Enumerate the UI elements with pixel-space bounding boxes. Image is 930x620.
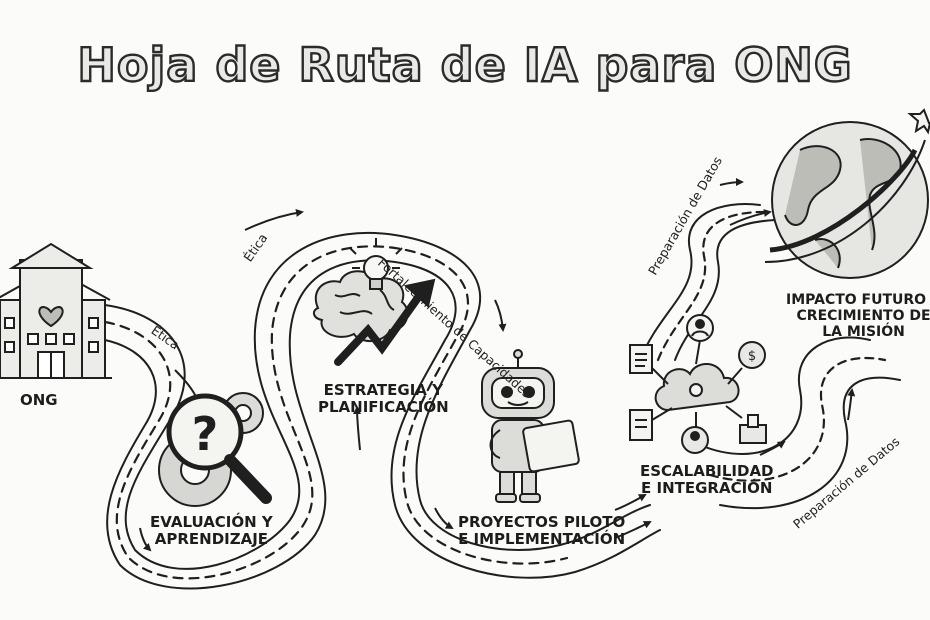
stage-label-ong: ONG	[20, 391, 58, 409]
stage-label-pilotos: PROYECTOS PILOTO E IMPLEMENTACIÓN	[458, 513, 626, 549]
stage-label-line: E INTEGRACIÓN	[641, 479, 773, 498]
svg-text:$: $	[748, 349, 756, 364]
stage-label-line: E IMPLEMENTACIÓN	[458, 530, 626, 549]
robot-tablet-icon	[481, 349, 580, 503]
svg-text:?: ?	[192, 407, 219, 461]
stage-label-line: EVALUACIÓN Y	[150, 513, 273, 531]
stage-label-impacto: IMPACTO FUTURO Y CRECIMIENTO DE LA MISIÓ…	[786, 292, 930, 340]
stage-label-evaluacion: EVALUACIÓN Y APRENDIZAJE	[150, 513, 273, 549]
stage-label-ong-text: ONG	[20, 391, 58, 409]
ngo-building-icon	[0, 242, 112, 379]
stage-label-estrategia: ESTRATEGIA Y PLANIFICACIÓN	[318, 381, 449, 417]
winding-road	[103, 203, 901, 590]
stage-label-line: APRENDIZAJE	[154, 530, 269, 549]
stage-label-line: PROYECTOS PILOTO	[458, 513, 626, 531]
stage-label-escalabilidad: ESCALABILIDAD E INTEGRACIÓN	[640, 462, 774, 498]
magnifier-question-icon: ?	[158, 392, 272, 507]
brain-lightbulb-icon	[312, 238, 436, 366]
cloud-network-icon: $	[629, 314, 767, 454]
stage-label-line: IMPACTO FUTURO Y	[786, 292, 930, 308]
page-title: Hoja de Ruta de IA para ONG	[76, 37, 853, 93]
stage-label-line: LA MISIÓN	[822, 324, 905, 341]
stage-label-line: PLANIFICACIÓN	[318, 398, 449, 417]
stage-label-line: CRECIMIENTO DE	[796, 308, 930, 325]
globe-star-icon	[764, 108, 930, 279]
stage-label-line: ESCALABILIDAD	[640, 462, 774, 480]
stage-label-line: ESTRATEGIA Y	[323, 381, 443, 399]
